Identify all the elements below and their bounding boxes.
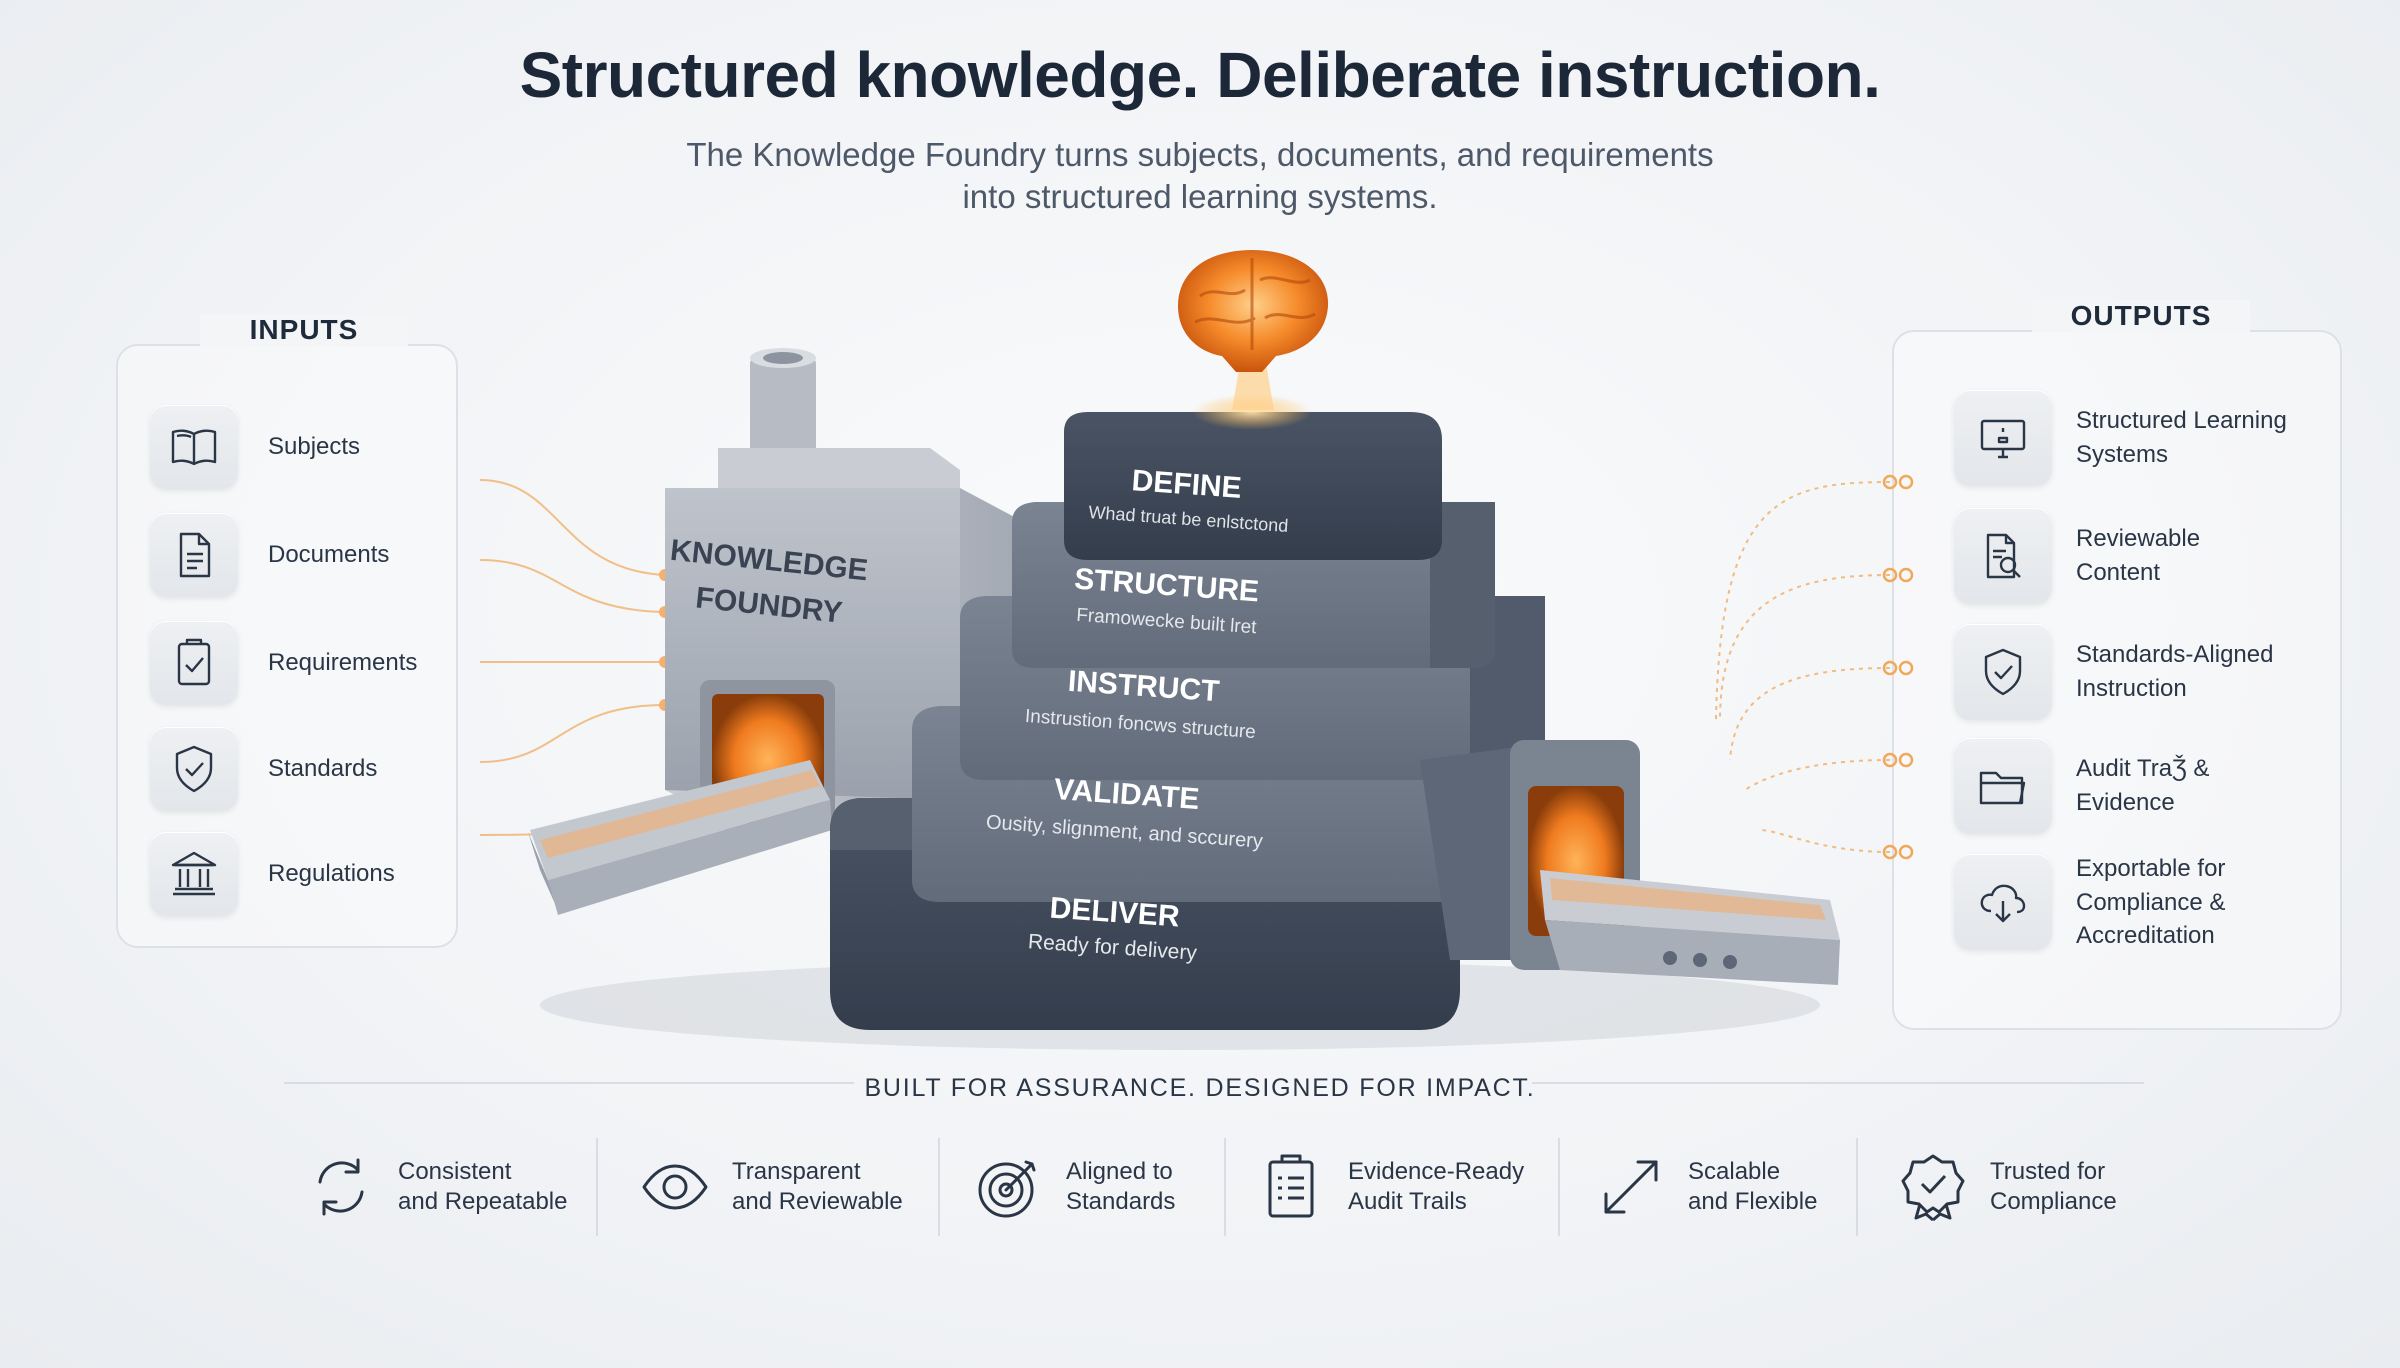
expand-arrows-icon [1604, 1160, 1658, 1214]
folder-icon [1954, 738, 2052, 834]
feature-6-line1: Trusted for [1990, 1158, 2106, 1185]
document-icon [150, 513, 238, 597]
clipboard-icon [1268, 1154, 1314, 1218]
feature-4-line2: Audit Trails [1348, 1188, 1467, 1215]
input-label-subjects: Subjects [268, 433, 361, 461]
outputs-title: OUTPUTS [2032, 300, 2250, 332]
output-item-standards-aligned[interactable]: Standards-Aligned Instruction [1954, 624, 2273, 720]
checklist-icon [150, 621, 238, 705]
feature-separator [1856, 1138, 1858, 1236]
subtitle-line-1: The Knowledge Foundry turns subjects, do… [686, 136, 1714, 173]
document-search-icon [1954, 508, 2052, 604]
monitor-icon [1954, 390, 2052, 486]
output-label-2-line1: Reviewable [2076, 525, 2201, 553]
banner-title: BUILT FOR ASSURANCE. DESIGNED FOR IMPACT… [864, 1074, 1536, 1102]
input-item-regulations[interactable]: Regulations [150, 832, 395, 916]
shield-check-icon [1954, 624, 2052, 720]
output-item-reviewable-content[interactable]: Reviewable Content [1954, 508, 2200, 604]
output-label-5-line2: Compliance & [2076, 888, 2226, 916]
feature-5-line1: Scalable [1688, 1158, 1781, 1185]
feature-1-line2: and Repeatable [398, 1188, 568, 1215]
input-item-requirements[interactable]: Requirements [150, 621, 417, 705]
book-icon [150, 405, 238, 489]
tier-define-name: DEFINE [1131, 464, 1243, 505]
feature-transparent: Transparent and Reviewable [640, 1152, 903, 1222]
output-label-1-line2: Systems [2076, 441, 2169, 468]
feature-separator [596, 1138, 598, 1236]
feature-scalable: Scalable and Flexible [1596, 1152, 1817, 1222]
output-label-5-line3: Accreditation [2076, 922, 2215, 950]
inputs-title: INPUTS [200, 314, 408, 346]
brain-icon [1178, 250, 1329, 372]
feature-aligned: Aligned to Standards [974, 1152, 1175, 1222]
banner-rule-right [1532, 1082, 2144, 1084]
input-label-documents: Documents [268, 541, 390, 569]
output-label-3-line1: Standards-Aligned [2076, 641, 2274, 669]
feature-separator [938, 1138, 940, 1236]
target-icon [978, 1160, 1036, 1218]
page-title: Structured knowledge. Deliberate instruc… [519, 39, 1881, 111]
eye-icon [642, 1164, 708, 1210]
feature-3-line2: Standards [1066, 1188, 1176, 1215]
output-label-3-line2: Instruction [2076, 675, 2187, 702]
output-item-exportable[interactable]: Exportable for Compliance & Accreditatio… [1954, 852, 2225, 953]
banner-rule-left [284, 1082, 854, 1084]
feature-4-line1: Evidence-Ready [1348, 1158, 1525, 1185]
output-item-audit-trail[interactable]: Audit TraǮ & Evidence [1954, 738, 2209, 834]
output-label-5-line1: Exportable for [2076, 855, 2226, 882]
input-label-requirements: Requirements [268, 649, 418, 677]
institution-icon [150, 832, 238, 916]
feature-separator [1558, 1138, 1560, 1236]
shield-check-icon [150, 727, 238, 811]
feature-5-line2: and Flexible [1688, 1188, 1818, 1215]
input-item-subjects[interactable]: Subjects [150, 405, 360, 489]
feature-2-line1: Transparent [732, 1158, 861, 1185]
feature-1-line1: Consistent [398, 1158, 512, 1185]
output-item-structured-learning[interactable]: Structured Learning Systems [1954, 390, 2287, 486]
feature-separator [1224, 1138, 1226, 1236]
subtitle-line-2: into structured learning systems. [962, 178, 1438, 215]
feature-2-line2: and Reviewable [732, 1188, 903, 1215]
input-label-standards: Standards [268, 755, 378, 783]
input-item-documents[interactable]: Documents [150, 513, 389, 597]
output-label-4-line2: Evidence [2076, 789, 2175, 816]
output-label-4-line1: Audit TraǮ & [2076, 755, 2210, 783]
output-label-2-line2: Content [2076, 559, 2161, 586]
input-label-regulations: Regulations [268, 860, 395, 888]
cloud-download-icon [1954, 854, 2052, 951]
feature-6-line2: Compliance [1990, 1188, 2117, 1215]
output-label-1-line1: Structured Learning [2076, 407, 2287, 435]
feature-consistent: Consistent and Repeatable [306, 1152, 567, 1222]
input-item-standards[interactable]: Standards [150, 727, 377, 811]
cycle-arrows-icon [318, 1158, 364, 1216]
feature-3-line1: Aligned to [1066, 1158, 1173, 1185]
award-badge-icon [1901, 1154, 1965, 1222]
